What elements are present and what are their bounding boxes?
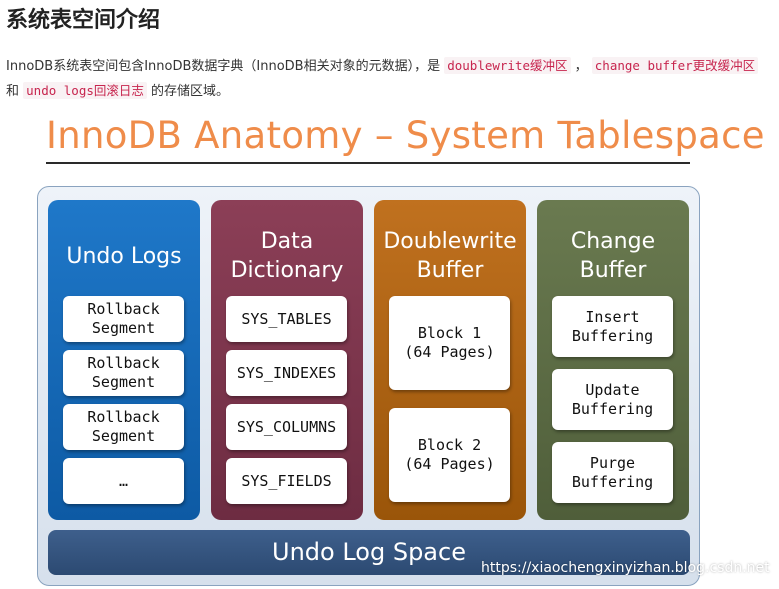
ellipsis-box: … xyxy=(63,458,184,504)
block-1-box: Block 1 (64 Pages) xyxy=(389,296,510,390)
undo-logs-column: Undo Logs Rollback Segment Rollback Segm… xyxy=(48,200,200,520)
innodb-anatomy-diagram: InnoDB Anatomy – System Tablespace Undo … xyxy=(0,110,779,589)
inline-code-change-buffer: change buffer更改缓冲区 xyxy=(591,57,759,74)
rollback-segment-box: Rollback Segment xyxy=(63,350,184,396)
article-heading: 系统表空间介绍 xyxy=(6,8,161,33)
intro-text-3: 和 xyxy=(6,84,24,99)
purge-buffering-box: Purge Buffering xyxy=(552,442,673,503)
block-2-box: Block 2 (64 Pages) xyxy=(389,408,510,502)
update-buffering-box: Update Buffering xyxy=(552,369,673,430)
diagram-title: InnoDB Anatomy – System Tablespace xyxy=(46,114,765,157)
inline-code-undo-logs: undo logs回滚日志 xyxy=(23,82,147,99)
intro-text-2: ， xyxy=(570,59,592,74)
change-buffer-column: Change Buffer Insert Buffering Update Bu… xyxy=(537,200,689,520)
sys-fields-box: SYS_FIELDS xyxy=(226,458,347,504)
doublewrite-buffer-column: Doublewrite Buffer Block 1 (64 Pages) Bl… xyxy=(374,200,526,520)
change-buffer-title: Change Buffer xyxy=(570,229,656,283)
doublewrite-buffer-title: Doublewrite Buffer xyxy=(383,229,517,283)
sys-indexes-box: SYS_INDEXES xyxy=(226,350,347,396)
sys-tables-box: SYS_TABLES xyxy=(226,296,347,342)
undo-logs-title: Undo Logs xyxy=(66,244,182,269)
title-underline xyxy=(46,162,690,164)
intro-text-1: InnoDB系统表空间包含InnoDB数据字典（InnoDB相关对象的元数据），… xyxy=(6,59,445,74)
rollback-segment-box: Rollback Segment xyxy=(63,296,184,342)
undo-log-space-bar: Undo Log Space xyxy=(48,530,690,575)
intro-text-4: 的存储区域。 xyxy=(146,84,230,99)
inline-code-doublewrite: doublewrite缓冲区 xyxy=(444,57,571,74)
blog-watermark: https://xiaochengxinyizhan.blog.csdn.net xyxy=(481,560,770,576)
insert-buffering-box: Insert Buffering xyxy=(552,296,673,357)
data-dictionary-column: Data Dictionary SYS_TABLES SYS_INDEXES S… xyxy=(211,200,363,520)
intro-paragraph: InnoDB系统表空间包含InnoDB数据字典（InnoDB相关对象的元数据），… xyxy=(6,54,771,104)
rollback-segment-box: Rollback Segment xyxy=(63,404,184,450)
sys-columns-box: SYS_COLUMNS xyxy=(226,404,347,450)
data-dictionary-title: Data Dictionary xyxy=(230,229,344,283)
